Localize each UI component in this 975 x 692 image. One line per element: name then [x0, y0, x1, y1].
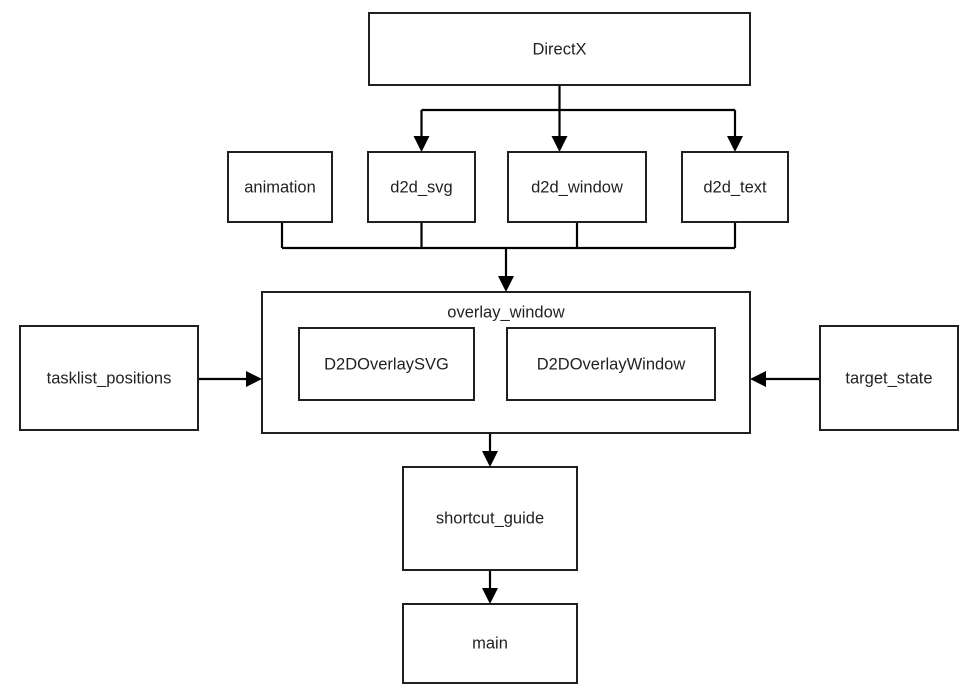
node-box[interactable]: [506, 327, 716, 401]
node-box[interactable]: [227, 151, 333, 223]
node-box[interactable]: [367, 151, 476, 223]
edge-directx-to-d2d_text: [727, 110, 743, 152]
node-animation[interactable]: animation: [227, 151, 333, 223]
arrowhead-down-icon: [727, 136, 743, 152]
node-main[interactable]: main: [402, 603, 578, 684]
edge-directx-bus: [421, 85, 735, 112]
node-d2doverlaywindow[interactable]: D2DOverlayWindow: [506, 327, 716, 401]
edge-shortcut-guide-to-main: [482, 570, 498, 604]
edge-layer: [198, 85, 820, 604]
node-label: d2d_text: [703, 178, 767, 196]
node-box[interactable]: [402, 466, 578, 571]
node-label: tasklist_positions: [47, 369, 172, 387]
node-box[interactable]: [819, 325, 959, 431]
edge-directx-to-d2d_window: [551, 110, 568, 152]
edge-row2-merge-bus: [280, 222, 737, 292]
arrowhead-right-icon: [246, 371, 262, 387]
node-label: main: [472, 634, 508, 652]
node-box[interactable]: [19, 325, 199, 431]
node-box[interactable]: [507, 151, 647, 223]
node-d2d-window[interactable]: d2d_window: [507, 151, 647, 223]
node-label: D2DOverlaySVG: [324, 355, 449, 373]
node-label: DirectX: [532, 40, 586, 58]
node-directx[interactable]: DirectX: [368, 12, 751, 86]
edge-overlay-to-shortcut-guide: [482, 433, 498, 467]
edge-target-state-to-overlay: [750, 371, 820, 387]
arrowhead-down-icon: [551, 136, 568, 152]
node-layer: DirectX animation d2d_svg d2d_window d2d…: [19, 12, 959, 684]
node-d2doverlaysvg[interactable]: D2DOverlaySVG: [298, 327, 475, 401]
arrowhead-left-icon: [750, 371, 766, 387]
node-shortcut-guide[interactable]: shortcut_guide: [402, 466, 578, 571]
node-label: d2d_window: [531, 178, 623, 196]
node-label: D2DOverlayWindow: [537, 355, 686, 373]
arrowhead-down-icon: [482, 588, 498, 604]
node-label: animation: [244, 178, 316, 196]
node-d2d-text[interactable]: d2d_text: [681, 151, 789, 223]
node-target-state[interactable]: target_state: [819, 325, 959, 431]
node-tasklist-positions[interactable]: tasklist_positions: [19, 325, 199, 431]
arrowhead-down-icon: [498, 276, 514, 292]
node-label: shortcut_guide: [436, 509, 544, 527]
arrowhead-down-icon: [482, 451, 498, 467]
group-label: overlay_window: [447, 303, 564, 321]
node-label: target_state: [845, 369, 932, 387]
node-d2d-svg[interactable]: d2d_svg: [367, 151, 476, 223]
edge-tasklist-to-overlay: [198, 371, 262, 387]
node-box[interactable]: [402, 603, 578, 684]
arrowhead-down-icon: [413, 136, 430, 152]
node-box[interactable]: [368, 12, 751, 86]
edge-directx-to-d2d_svg: [413, 110, 430, 152]
node-label: d2d_svg: [390, 178, 452, 196]
node-box[interactable]: [681, 151, 789, 223]
node-box[interactable]: [298, 327, 475, 401]
